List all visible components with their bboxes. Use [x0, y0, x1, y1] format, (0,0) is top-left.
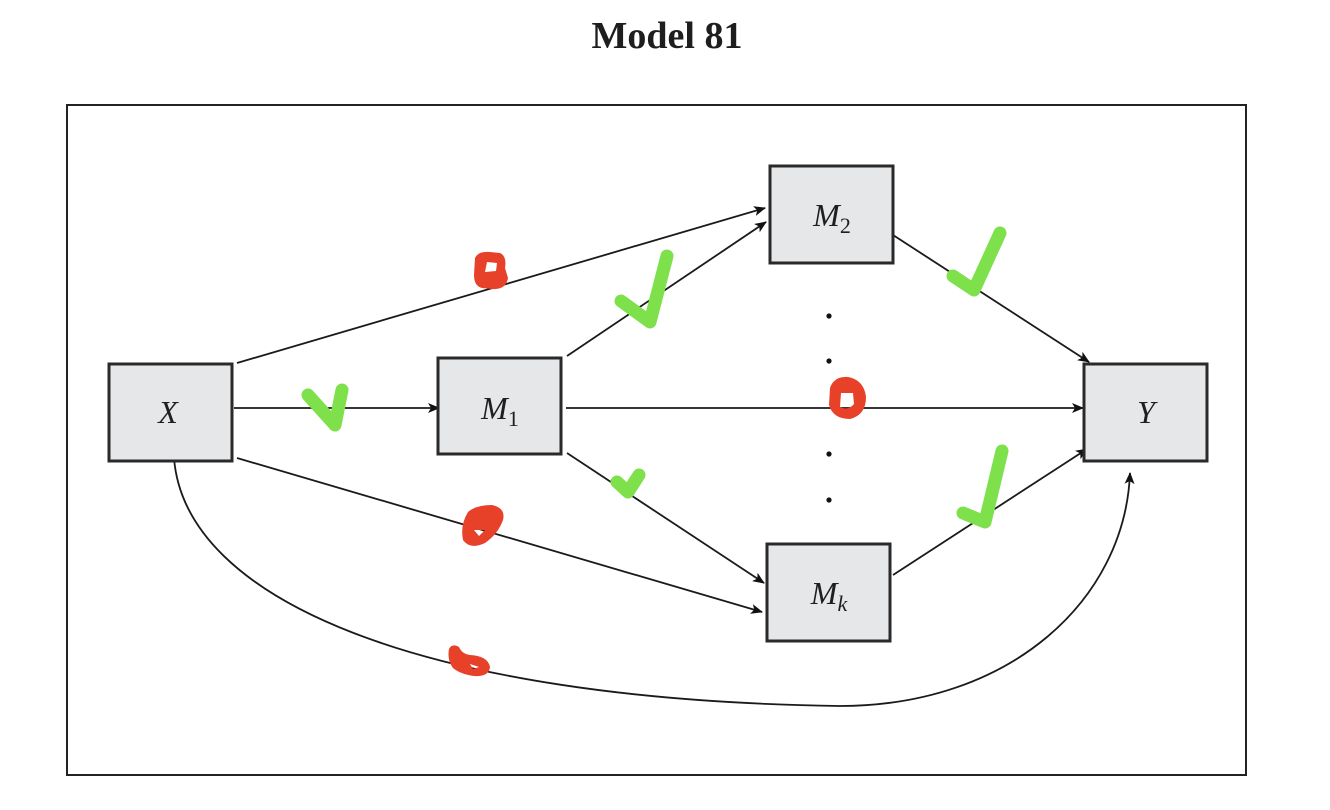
check-icon [610, 468, 646, 499]
edge-m1-mk [566, 452, 765, 584]
edge-x-mk [236, 457, 763, 614]
check-icon [946, 226, 1007, 297]
ellipsis-dots [826, 313, 832, 503]
red-mark-icon [829, 376, 866, 419]
node-mk: Mk [765, 542, 892, 643]
check-marks [301, 226, 1009, 529]
edge-x-y [173, 457, 1135, 707]
diagram-title: Model 81 [591, 15, 743, 57]
svg-text:M2: M2 [812, 197, 851, 238]
node-x-label: X [156, 394, 179, 430]
node-mk-subscript: k [837, 591, 848, 616]
red-mark-icon [474, 251, 508, 290]
node-m2-label: M [812, 197, 842, 233]
node-y: Y [1082, 362, 1209, 463]
red-mark-icon [448, 645, 490, 677]
diagram-frame [66, 104, 1247, 776]
node-mk-label: M [810, 575, 840, 611]
check-icon [956, 444, 1009, 529]
node-m2: M2 [768, 164, 895, 265]
check-icon [614, 249, 674, 329]
node-m1-subscript: 1 [508, 406, 519, 431]
node-m2-subscript: 2 [840, 213, 851, 238]
node-m1: M1 [436, 356, 563, 456]
edge-m2-y [892, 234, 1090, 363]
svg-text:M1: M1 [480, 390, 519, 431]
node-y-label: Y [1137, 394, 1158, 430]
svg-text:Mk: Mk [810, 575, 849, 616]
red-mark-icon [462, 505, 504, 546]
red-marks [448, 251, 866, 677]
node-x: X [107, 362, 234, 463]
check-icon [301, 383, 349, 432]
edge-m1-m2 [566, 221, 767, 357]
node-m1-label: M [480, 390, 510, 426]
